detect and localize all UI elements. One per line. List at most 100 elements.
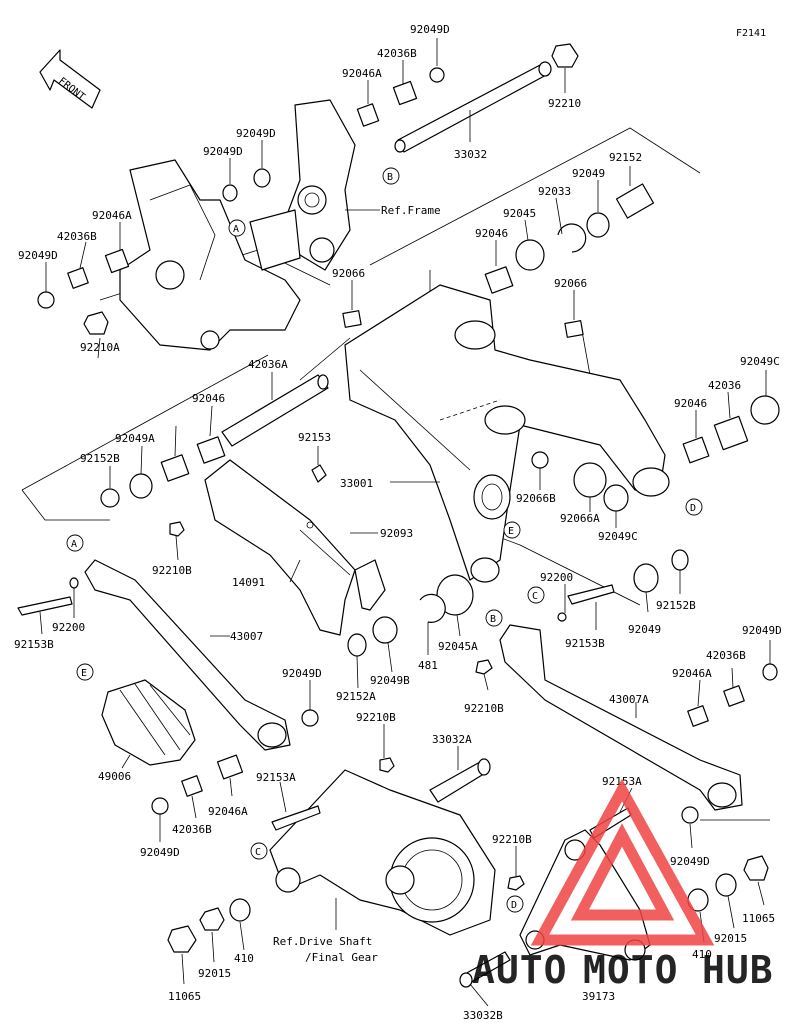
callout-e-upper: E [503,521,521,539]
callout-a-lower: A [66,534,84,552]
part-label: 92046A [342,67,382,80]
part-label: 92153 [298,431,331,444]
part-label: 92049D [410,23,450,36]
part-label: 92045A [438,640,478,653]
svg-text:C: C [255,847,261,858]
part-label: 92046A [92,209,132,222]
cover-14091 [204,459,356,636]
svg-text:E: E [508,526,514,537]
part-label: 92210B [464,702,504,715]
part-label: 92015 [198,967,231,980]
part-label: 92153B [565,637,605,650]
part-labels: 92049D 42036B 92046A 92210 33032 92049D … [14,23,782,1022]
rod-43007A [499,624,743,811]
part-label: 92049B [370,674,410,687]
part-label: 33001 [340,477,373,490]
svg-text:B: B [490,614,496,625]
part-label: 92066B [516,492,556,505]
part-label: 410 [692,948,712,961]
part-label: 92049D [140,846,180,859]
part-label: 92200 [52,621,85,634]
ref-final-gear-label: /Final Gear [305,951,378,964]
watermark-text-auto: AUTO [472,948,568,992]
part-label: 92153B [14,638,54,651]
part-label: 92210A [80,341,120,354]
part-label: 92046A [672,667,712,680]
part-label: 92033 [538,185,571,198]
part-label: 43007 [230,630,263,643]
swing-arm-33001 [344,284,670,583]
leader-lines [39,38,771,1007]
svg-text:B: B [387,172,393,183]
part-label: 92066 [332,267,365,280]
part-label: 92152 [609,151,642,164]
part-label: 92049A [115,432,155,445]
svg-text:A: A [71,539,77,550]
part-label: 92066A [560,512,600,525]
part-label: 11065 [168,990,201,1003]
svg-text:E: E [81,668,87,679]
part-label: 39173 [582,990,615,1003]
part-label: 92049C [740,355,780,368]
part-label: 43007A [609,693,649,706]
callout-d-upper: D [685,498,703,516]
part-label: 92049 [628,623,661,636]
part-label: 92049D [670,855,710,868]
part-label: 92152B [80,452,120,465]
callout-c-lower: C [250,842,268,860]
part-label: 42036B [377,47,417,60]
part-label: 42036A [248,358,288,371]
part-label: 92066 [554,277,587,290]
part-label: 92152A [336,690,376,703]
part-label: 33032A [432,733,472,746]
small-parts [17,43,780,953]
part-label: 42036B [706,649,746,662]
part-label: 92049D [282,667,322,680]
part-label: 410 [234,952,254,965]
watermark: AUTO MOTO HUB [472,778,774,992]
part-label: 14091 [232,576,265,589]
part-label: 49006 [98,770,131,783]
front-arrow: FRONT [39,49,101,109]
part-label: 92049D [18,249,58,262]
part-label: 33032 [454,148,487,161]
shaft-33032A [429,758,491,803]
callout-b-upper: B [382,167,400,185]
part-label: 92200 [540,571,573,584]
shaft-42036A [221,374,329,447]
part-label: 92046 [475,227,508,240]
part-label: 92210B [356,711,396,724]
svg-text:D: D [511,900,517,911]
svg-text:A: A [233,224,239,235]
part-label: 42036B [57,230,97,243]
part-label: 92015 [714,932,747,945]
callout-a-upper: A [228,219,246,237]
watermark-text-hub: HUB [702,948,774,992]
piece-92093 [354,559,386,611]
boot-49006 [101,679,196,766]
part-label: 92210B [152,564,192,577]
part-label: 92049D [742,624,782,637]
watermark-triangle [530,778,715,946]
bolt-33032B [459,951,511,988]
part-label: 11065 [742,912,775,925]
part-label: 92049 [572,167,605,180]
callouts: A B E C D A B E [66,167,703,913]
part-label: 92046 [674,397,707,410]
part-label: 92210 [548,97,581,110]
rod-43007 [84,559,291,751]
part-label: 92049D [203,145,243,158]
part-label: 92049D [236,127,276,140]
ref-drive-shaft-label: Ref.Drive Shaft [273,935,372,948]
final-gear-housing [269,769,496,936]
part-label: 42036 [708,379,741,392]
part-label: 92046 [192,392,225,405]
part-label: 92046A [208,805,248,818]
svg-text:D: D [690,503,696,514]
part-label: 92049C [598,530,638,543]
frame-bracket [119,99,356,351]
callout-b-lower: B [485,609,503,627]
part-label: 92045 [503,207,536,220]
ref-frame-label: Ref.Frame [381,204,441,217]
